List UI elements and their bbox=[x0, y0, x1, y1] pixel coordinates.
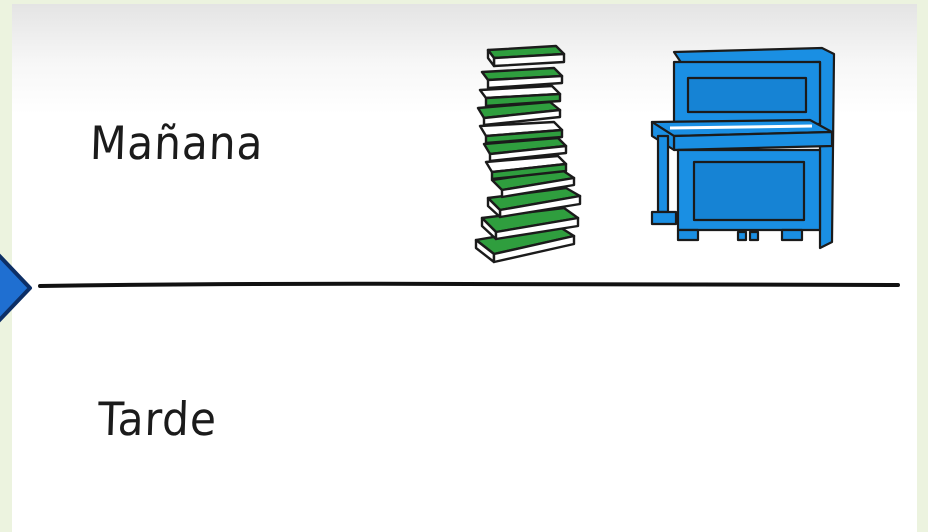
row-label-afternoon: Tarde bbox=[97, 392, 218, 446]
books-stack-icon bbox=[462, 40, 590, 266]
piano-icon bbox=[642, 42, 842, 260]
row-label-morning: Mañana bbox=[89, 116, 264, 170]
slide: Mañana bbox=[12, 4, 917, 532]
chevron-right-icon[interactable] bbox=[0, 240, 42, 336]
section-divider bbox=[38, 280, 900, 290]
